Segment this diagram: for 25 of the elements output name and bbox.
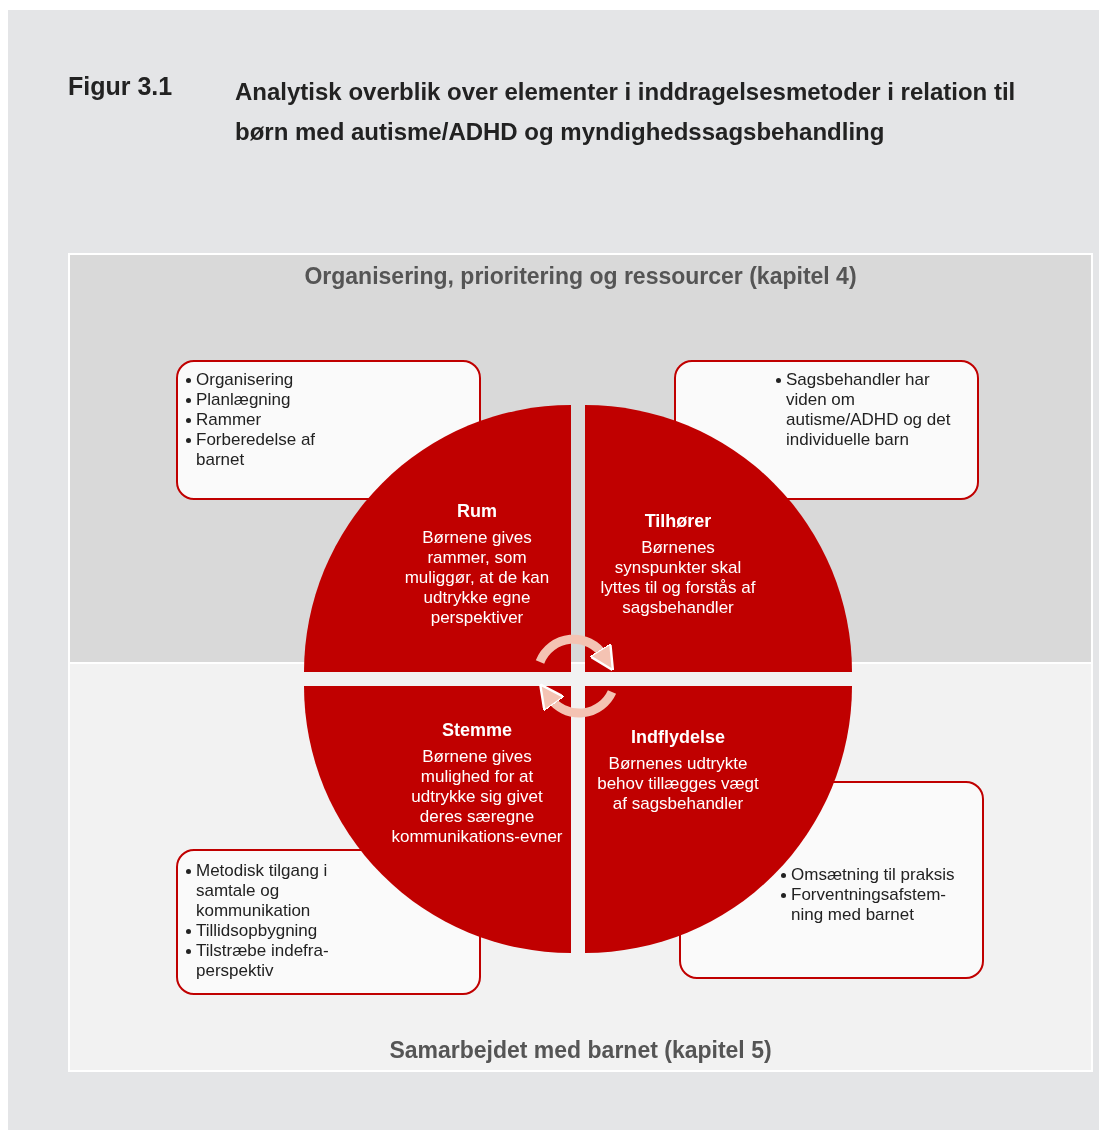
quadrant-text: Børnene gives mulighed for at udtrykke sig givet deres særegne kommunikations-evner [390,747,564,847]
bullet-item: Sagsbehandler har viden om autisme/ADHD og det individuelle barn [786,370,952,450]
bullet-item: Tillidsopbygning [196,921,319,941]
quadrant-text: Børnenes synspunkter skal lyttes til og forstås af sagsbehandler [599,538,757,618]
bullet-item: Omsætning til praksis [791,865,956,885]
section-heading: Samarbejdet med barnet (kapitel 5) [388,1037,773,1064]
quadrant-title: Rum [456,500,498,522]
quadrant-title: Stemme [441,719,513,741]
figure-number: Figur 3.1 [68,72,173,101]
bullet-item: Planlægning [196,390,292,410]
quadrant-title: Indflydelse [630,726,726,748]
bullet-item: Forberedelse af barnet [196,430,317,470]
curved-arrow [538,683,616,718]
bullet-item: Rammer [196,410,263,430]
figure-title: Analytisk overblik over elementer i inddragelsesmetoder i relation til børn med autisme/ADHD og myndighedssagsbehandling [235,77,1017,147]
bullet-item: Forventningsafstem-ning med barnet [791,885,947,925]
bullet-item: Organisering [196,370,295,390]
quadrant-title: Tilhører [643,510,713,532]
section-band [68,662,1093,1072]
section-heading: Organisering, prioritering og ressourcer (kapitel 4) [303,263,858,290]
curved-arrow [535,634,616,671]
quadrant-text: Børnene gives rammer, som muliggør, at de kan udtrykke egne perspektiver [403,528,551,628]
bullet-item: Metodisk tilgang i samtale og kommunikation [196,861,329,921]
bullet-item: Tilstræbe indefra-perspektiv [196,941,330,981]
quadrant-text: Børnenes udtrykte behov tillægges vægt af sagsbehandler [596,754,760,814]
